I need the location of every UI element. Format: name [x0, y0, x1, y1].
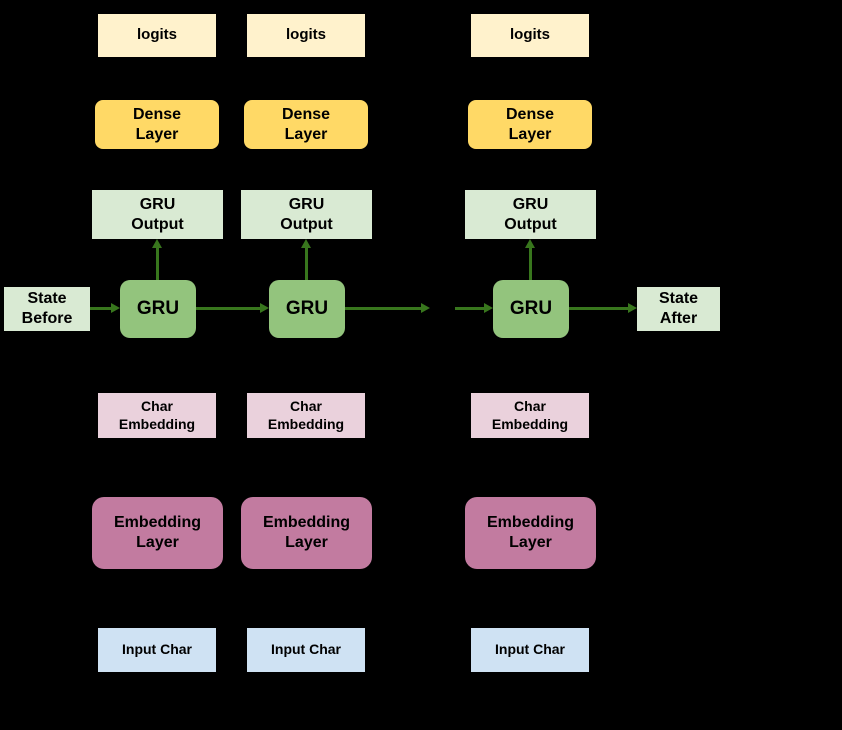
input-char-box-1: Input Char: [98, 628, 216, 672]
arrow-ellipsis-to-gru-3: [455, 303, 493, 313]
embedding-layer-box-2: Embedding Layer: [241, 497, 372, 569]
state-before-box: State Before: [4, 287, 90, 331]
state-after-box: State After: [637, 287, 720, 331]
arrow-gru-2-to-ellipsis: [345, 303, 430, 313]
logits-box-2: logits: [247, 14, 365, 57]
dense-layer-box-3: Dense Layer: [468, 100, 592, 149]
arrow-gru-1-to-gru-2: [196, 303, 269, 313]
arrow-gru-3-to-state-after: [569, 303, 637, 313]
dense-layer-box-2: Dense Layer: [244, 100, 368, 149]
logits-box-1: logits: [98, 14, 216, 57]
gru-box-3: GRU: [493, 280, 569, 338]
gru-output-box-1: GRU Output: [92, 190, 223, 239]
arrow-state-before-to-gru-1: [90, 303, 120, 313]
arrow-gru-1-to-gru-output-1: [152, 239, 162, 280]
arrow-gru-3-to-gru-output-3: [525, 239, 535, 280]
embedding-layer-box-1: Embedding Layer: [92, 497, 223, 569]
dense-layer-box-1: Dense Layer: [95, 100, 219, 149]
logits-box-3: logits: [471, 14, 589, 57]
gru-box-2: GRU: [269, 280, 345, 338]
gru-output-box-3: GRU Output: [465, 190, 596, 239]
char-embedding-box-3: Char Embedding: [471, 393, 589, 438]
char-embedding-box-2: Char Embedding: [247, 393, 365, 438]
gru-box-1: GRU: [120, 280, 196, 338]
input-char-box-2: Input Char: [247, 628, 365, 672]
gru-output-box-2: GRU Output: [241, 190, 372, 239]
char-embedding-box-1: Char Embedding: [98, 393, 216, 438]
embedding-layer-box-3: Embedding Layer: [465, 497, 596, 569]
arrow-gru-2-to-gru-output-2: [301, 239, 311, 280]
input-char-box-3: Input Char: [471, 628, 589, 672]
